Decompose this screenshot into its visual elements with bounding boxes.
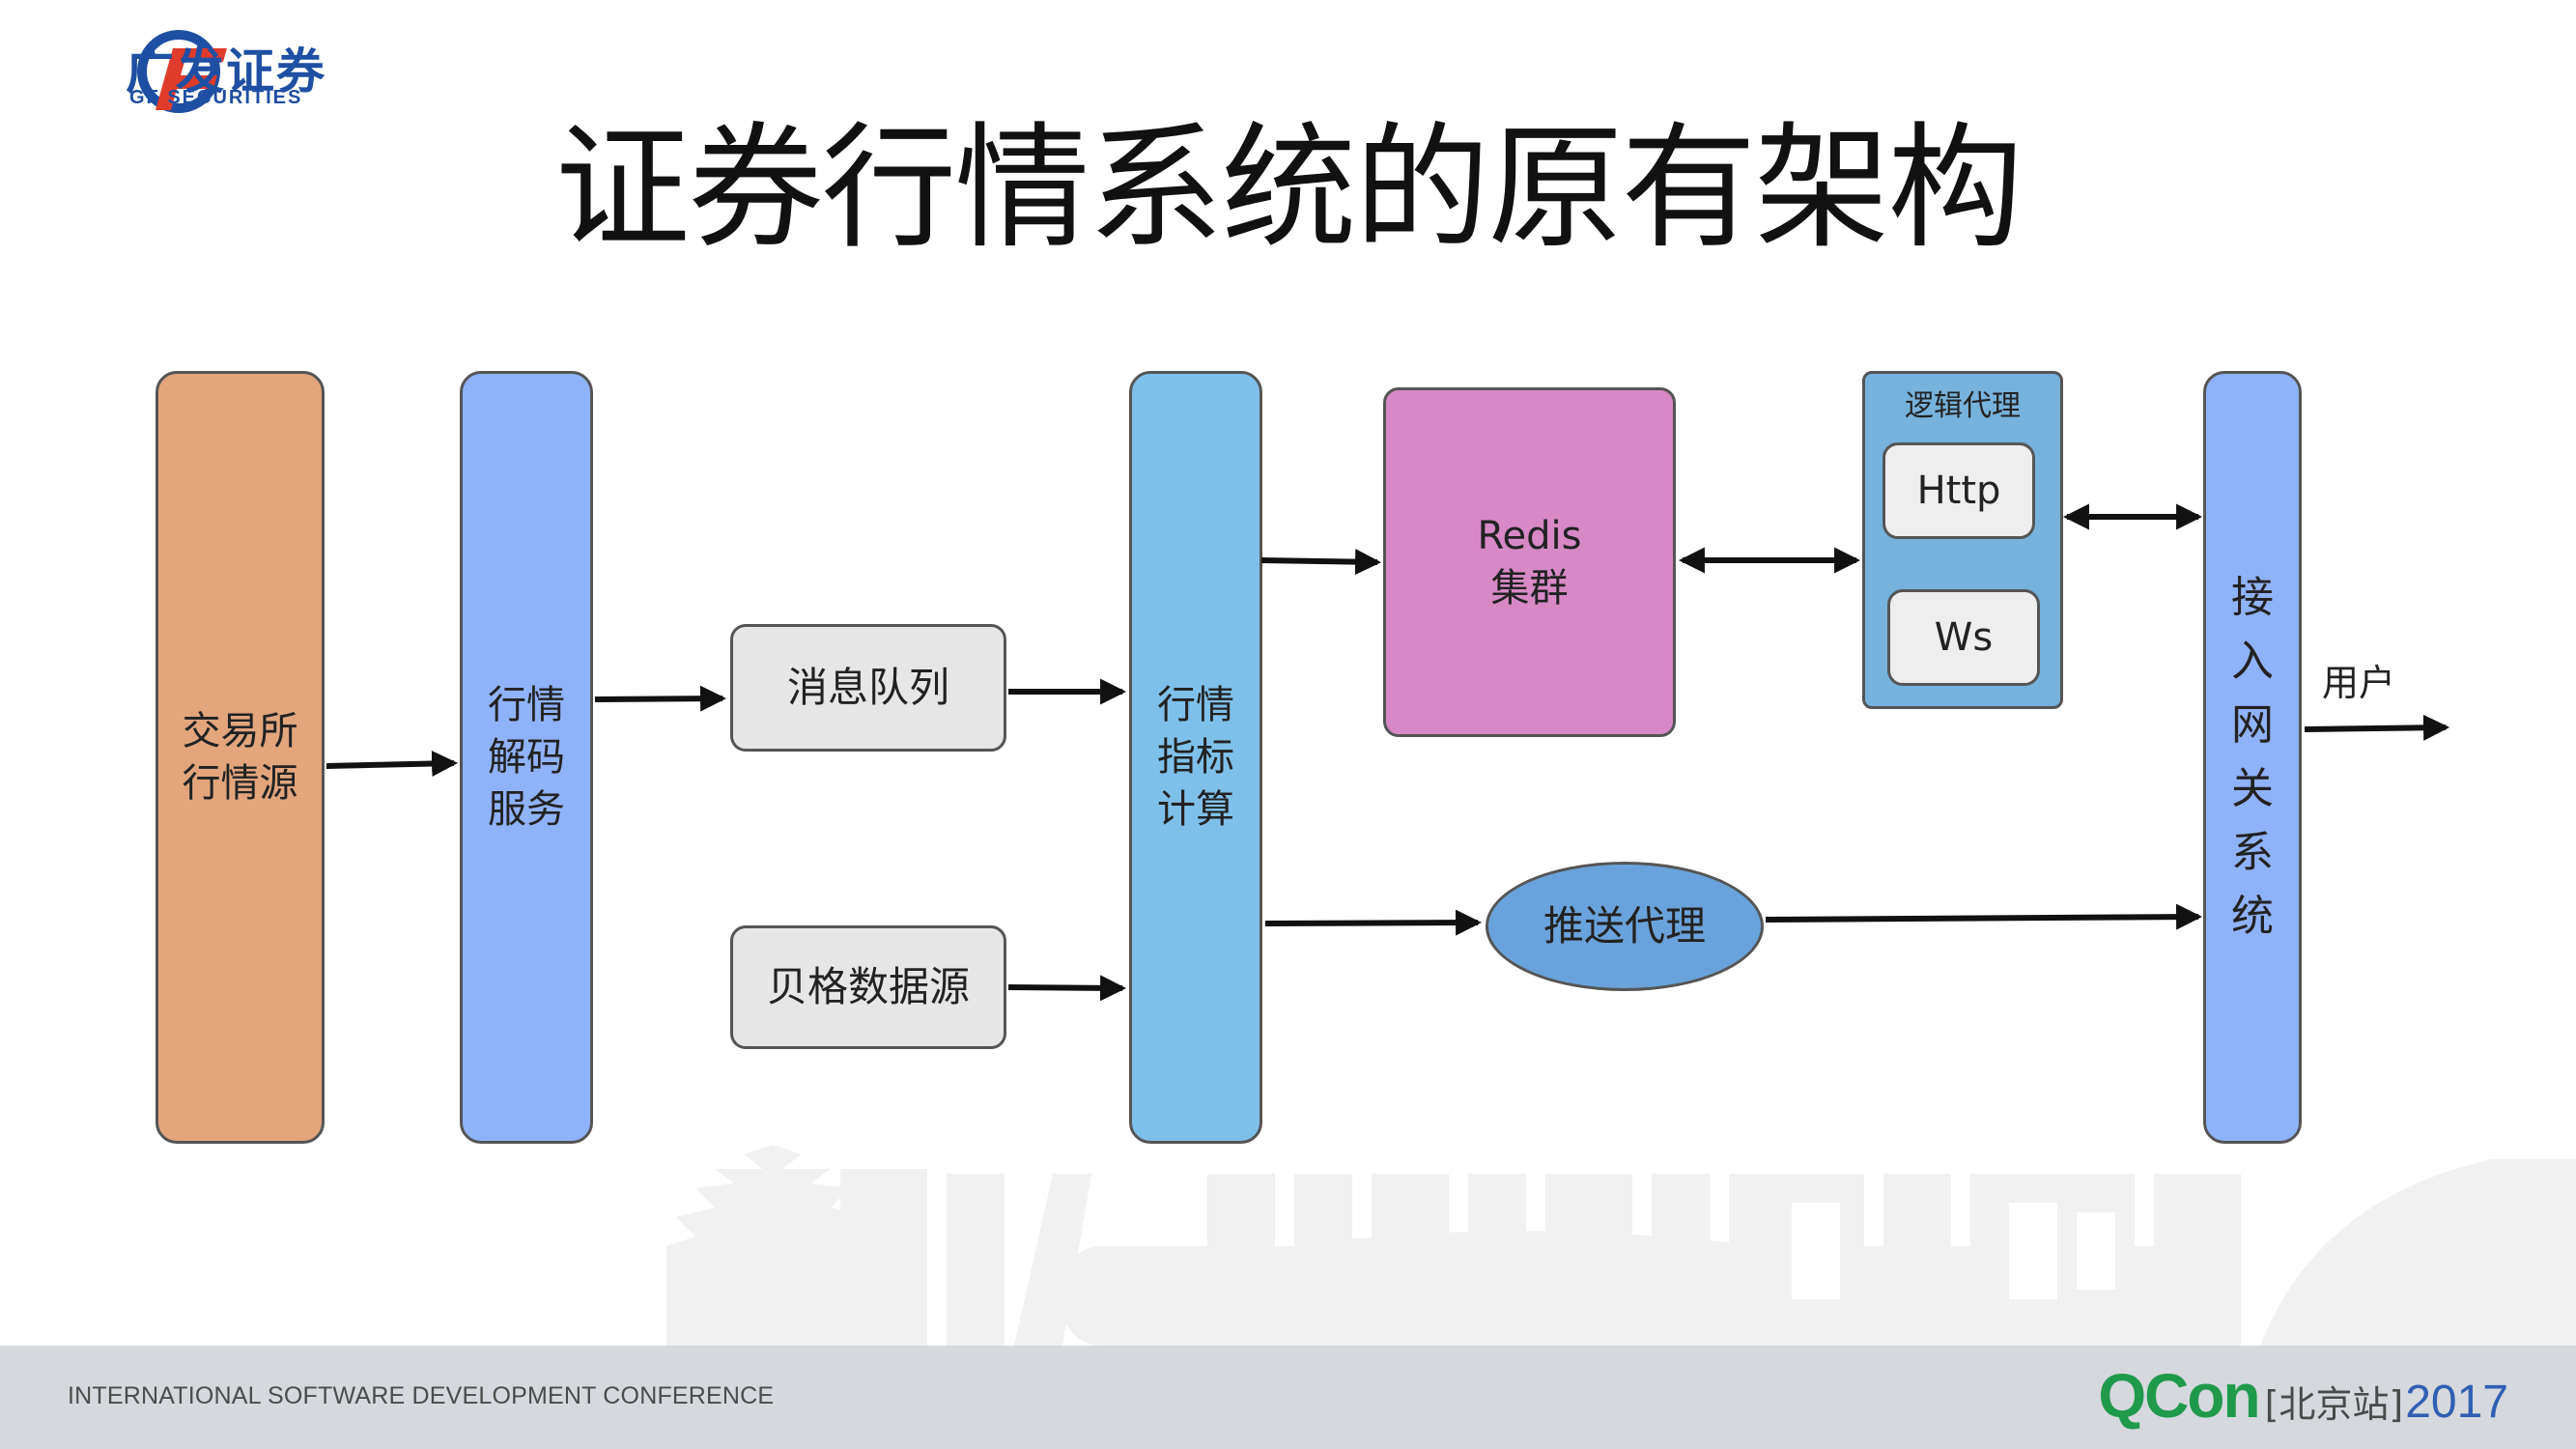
- http-proxy-box: Http: [1882, 442, 2035, 539]
- arrow-bloomberg-to-calc: [1007, 975, 1127, 1002]
- push-proxy-ellipse: 推送代理: [1486, 862, 1764, 991]
- arrow-exchange-to-decode: [326, 751, 459, 778]
- exchange-source-box: 交易所 行情源: [156, 371, 325, 1144]
- bloomberg-source-box: 贝格数据源: [730, 925, 1006, 1049]
- message-queue-label: 消息队列: [786, 663, 949, 711]
- bloomberg-source-label: 贝格数据源: [766, 962, 970, 1010]
- ws-proxy-box: Ws: [1887, 589, 2040, 686]
- logo-brand-cn: 广发证券: [126, 43, 326, 99]
- decode-service-label: 行情 解码 服务: [488, 683, 565, 832]
- logic-proxy-title: 逻辑代理: [1905, 389, 2021, 423]
- decode-service-box: 行情 解码 服务: [460, 371, 593, 1144]
- logo-brand-en: GF SECURITIES: [129, 87, 303, 108]
- qcon-city: [北京站]: [2264, 1383, 2404, 1426]
- message-queue-box: 消息队列: [730, 624, 1006, 752]
- indicator-calc-box: 行情 指标 计算: [1129, 371, 1262, 1144]
- redis-cluster-label: Redis 集群: [1477, 514, 1582, 611]
- qcon-year: 2017: [2405, 1377, 2508, 1428]
- skyline-background: [666, 1145, 2576, 1346]
- gateway-system-box: 接 入 网 关 系 统: [2203, 371, 2302, 1144]
- exchange-source-label: 交易所 行情源: [182, 709, 298, 806]
- indicator-calc-label: 行情 指标 计算: [1157, 683, 1234, 832]
- arrow-calc-to-redis: [1260, 549, 1382, 576]
- qcon-logo: QCon [北京站] 2017: [2098, 1360, 2508, 1431]
- user-label: 用户: [2322, 662, 2396, 704]
- http-label: Http: [1916, 469, 2001, 513]
- arrow-push-to-gateway: [1765, 903, 2203, 930]
- qcon-brand: QCon: [2098, 1361, 2260, 1431]
- gf-logo-icon: [137, 30, 227, 113]
- arrow-gateway-to-user: [2304, 714, 2450, 741]
- ws-label: Ws: [1934, 615, 1994, 660]
- arrow-decode-to-mq: [594, 685, 727, 712]
- footer-bar: [0, 1346, 2576, 1449]
- slide-title: 证券行情系统的原有架构: [554, 110, 2023, 268]
- redis-cluster-box: Redis 集群: [1383, 387, 1676, 737]
- footer-conference-text: INTERNATIONAL SOFTWARE DEVELOPMENT CONFE…: [68, 1382, 775, 1409]
- push-proxy-label: 推送代理: [1543, 901, 1706, 950]
- gateway-system-label: 接 入 网 关 系 统: [2231, 573, 2274, 941]
